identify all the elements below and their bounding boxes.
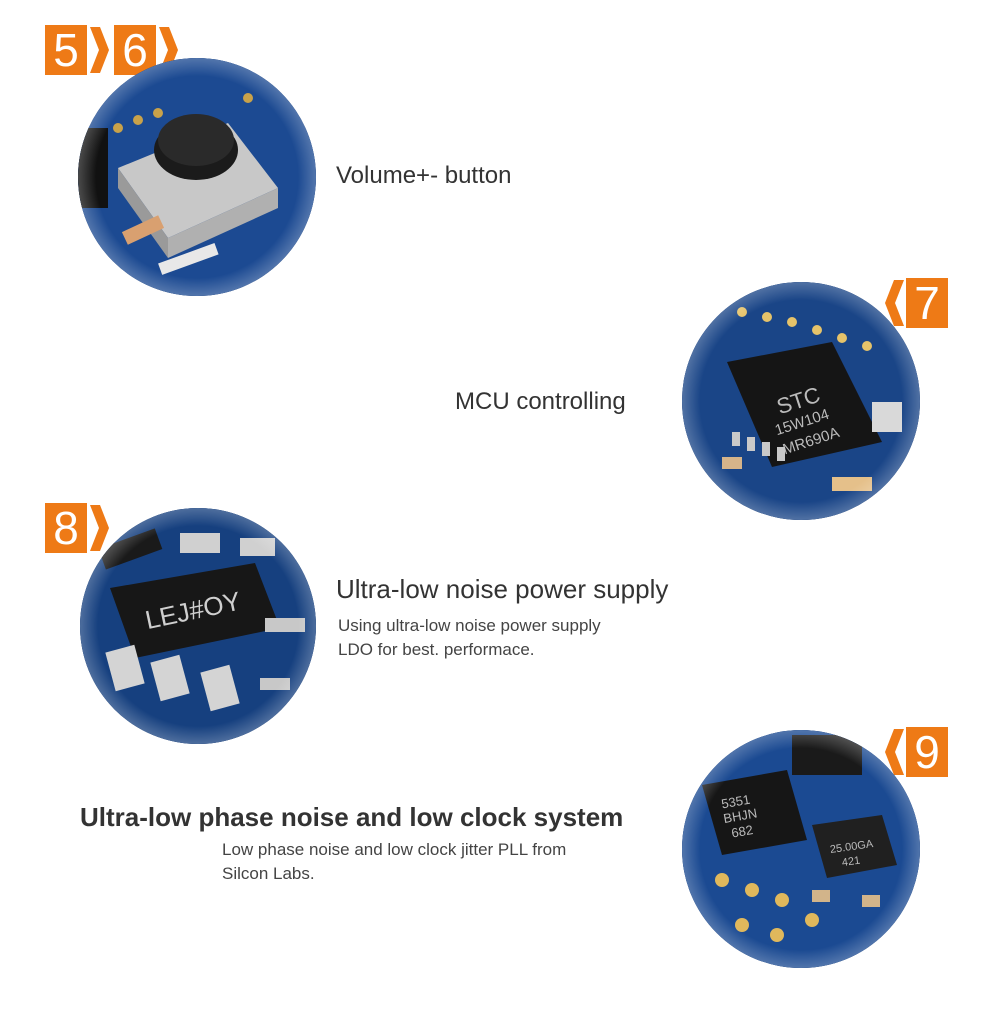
section-title-volume: Volume+- button bbox=[336, 162, 512, 189]
section-desc-clock-line2: Silcon Labs. bbox=[222, 864, 315, 883]
button-photo bbox=[78, 58, 316, 296]
ldo-photo: LEJ#OY bbox=[80, 508, 316, 744]
svg-text:15W104: 15W104 bbox=[773, 406, 831, 439]
section-desc-clock-line1: Low phase noise and low clock jitter PLL… bbox=[222, 840, 567, 859]
section-desc-power-line1: Using ultra-low noise power supply bbox=[338, 616, 601, 635]
clock-photo: 5351 BHJN 682 25.00GA 421 bbox=[682, 730, 920, 968]
mcu-chip-text: STC bbox=[774, 382, 824, 419]
mcu-photo: STC 15W104 MR690A bbox=[682, 282, 920, 520]
svg-text:BHJN: BHJN bbox=[722, 805, 758, 826]
badge-5: 5 bbox=[45, 25, 87, 75]
svg-text:682: 682 bbox=[730, 822, 754, 841]
pll-chip-text: 5351 bbox=[720, 792, 751, 812]
section-title-clock: Ultra-low phase noise and low clock syst… bbox=[80, 802, 624, 832]
crystal-text: 25.00GA bbox=[829, 838, 874, 856]
section-desc-power-line2: LDO for best. performace. bbox=[338, 640, 535, 659]
svg-text:421: 421 bbox=[841, 855, 861, 869]
ldo-chip-text: LEJ#OY bbox=[142, 586, 243, 635]
svg-text:MR690A: MR690A bbox=[781, 424, 842, 458]
section-title-power: Ultra-low noise power supply bbox=[336, 574, 669, 604]
section-title-mcu: MCU controlling bbox=[455, 388, 626, 415]
